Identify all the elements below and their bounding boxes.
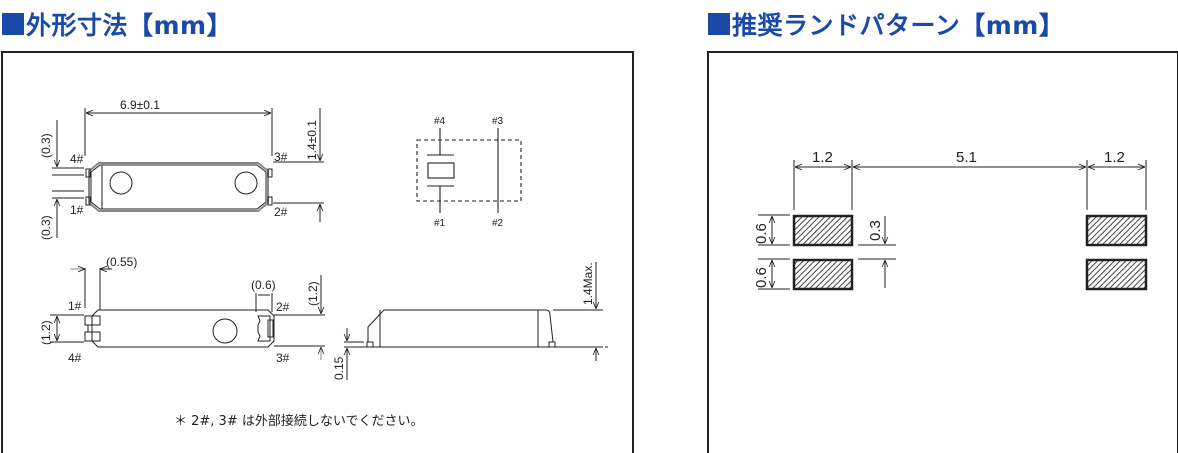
pad-height-right-label: (1.2)	[306, 281, 320, 306]
outline-heading-text: 外形寸法【mm】	[26, 11, 233, 40]
square-bullet-icon	[2, 13, 24, 35]
square-bullet-icon	[708, 13, 730, 35]
schematic-pin-2: #2	[492, 218, 504, 229]
length-dimension-label: 6.9±0.1	[120, 98, 160, 112]
connection-note: ＊ 2#, 3# は外部接続しないでください。	[174, 414, 424, 429]
top-view	[52, 108, 324, 238]
land-pad-spacing-label: 5.1	[956, 149, 977, 166]
pad-width-055-label: (0.55)	[106, 255, 137, 269]
pad-gap-top-label: (0.3)	[39, 133, 53, 158]
bottom-pin-3-label: 3#	[276, 351, 290, 365]
outline-dimensions-heading: 外形寸法【mm】	[2, 6, 232, 42]
land-pattern-heading-text: 推奨ランドパターン【mm】	[732, 11, 1065, 40]
schematic-pin-1: #1	[434, 218, 446, 229]
bottom-view	[50, 268, 325, 360]
land-pattern-drawing	[758, 160, 1148, 291]
crystal-schematic	[416, 128, 522, 213]
pin-4-label: 4#	[70, 152, 84, 166]
max-height-label: 1.4Max.	[581, 262, 595, 305]
height-dimension-label: 1.4±0.1	[305, 120, 319, 160]
pad-width-06-label: (0.6)	[251, 278, 276, 292]
land-pad-bottom-right	[1085, 258, 1148, 291]
land-pad-bottom-left	[792, 258, 854, 291]
land-pad-top-right	[1085, 214, 1148, 247]
pad-gap-bottom-label: (0.3)	[39, 215, 53, 240]
bottom-pin-4-label: 4#	[68, 351, 82, 365]
outline-dimensions-panel	[1, 51, 634, 453]
land-pad-height-top-label: 0.6	[753, 223, 770, 244]
land-pad-width-right-label: 1.2	[1104, 149, 1125, 166]
standoff-label: 0.15	[332, 356, 346, 380]
land-pad-width-left-label: 1.2	[812, 149, 833, 166]
land-pad-height-bottom-label: 0.6	[753, 267, 770, 288]
bottom-pin-1-label: 1#	[68, 299, 82, 313]
land-pad-top-left	[792, 214, 854, 247]
pin-1-label: 1#	[70, 203, 84, 217]
pin-2-label: 2#	[274, 205, 288, 219]
land-pad-gap-label: 0.3	[867, 220, 884, 241]
pad-height-left-label: (1.2)	[39, 320, 53, 345]
land-pattern-panel	[707, 51, 1178, 453]
bottom-pin-2-label: 2#	[276, 300, 290, 314]
pin-3-label: 3#	[274, 150, 288, 164]
schematic-pin-3: #3	[492, 116, 504, 127]
schematic-pin-4: #4	[434, 116, 446, 127]
outline-drawing: 6.9±0.1 1.4±0.1 (0.3) (0.3) 4# 1# 3# 2# …	[39, 98, 1148, 380]
side-view	[344, 262, 610, 380]
land-pattern-heading: 推奨ランドパターン【mm】	[708, 6, 1064, 42]
